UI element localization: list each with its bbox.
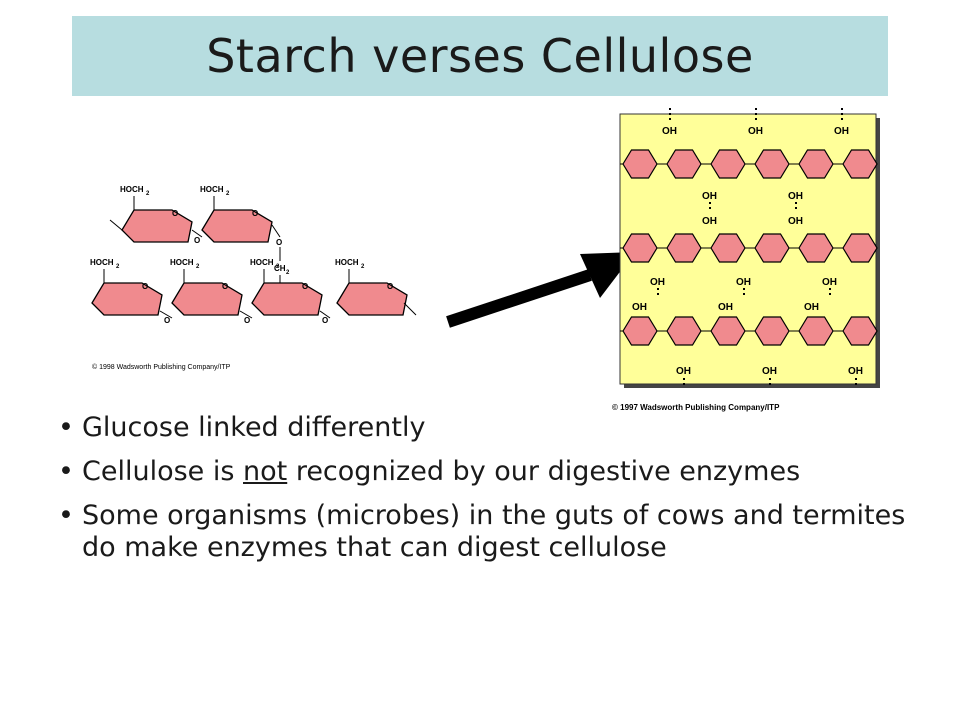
hydroxyl-label: OH xyxy=(788,216,803,227)
glucose-ring xyxy=(754,316,790,346)
hydroxyl-label: OH xyxy=(848,366,863,377)
ch2-label: CH xyxy=(274,264,286,273)
bond-line xyxy=(271,224,281,238)
glucose-ring xyxy=(710,233,746,263)
hydroxyl-label: OH xyxy=(788,191,803,202)
glucose-ring xyxy=(842,233,878,263)
link-oxygen-label: O xyxy=(276,238,282,247)
glucose-ring xyxy=(710,316,746,346)
glucose-ring xyxy=(201,209,273,243)
bond-line xyxy=(403,302,417,316)
glucose-ring xyxy=(710,149,746,179)
subscript-label: 2 xyxy=(226,191,230,197)
bond-line xyxy=(239,310,253,319)
subscript-label: 2 xyxy=(286,270,290,276)
bullet-item: •Some organisms (microbes) in the guts o… xyxy=(58,500,906,563)
subscript-label: 2 xyxy=(276,264,280,270)
ring-oxygen-label: O xyxy=(222,282,228,291)
ring-oxygen-label: O xyxy=(142,282,148,291)
glucose-ring xyxy=(666,149,702,179)
hydroxyl-label: OH xyxy=(650,277,665,288)
hydroxyl-label: OH xyxy=(804,302,819,313)
underlined-word: not xyxy=(243,456,288,487)
glucose-ring xyxy=(798,316,834,346)
hoch2-label: HOCH xyxy=(90,258,114,267)
bullet-item: •Glucose linked differently xyxy=(58,412,426,443)
subscript-label: 2 xyxy=(361,264,365,270)
glucose-ring xyxy=(171,282,243,316)
glucose-ring xyxy=(622,233,658,263)
glucose-ring xyxy=(622,316,658,346)
bullet-item: •Cellulose is not recognized by our dige… xyxy=(58,456,801,487)
hoch2-label: HOCH xyxy=(335,258,359,267)
bond-line xyxy=(319,310,331,319)
hoch2-label: HOCH xyxy=(170,258,194,267)
glucose-ring xyxy=(754,233,790,263)
ring-oxygen-label: O xyxy=(172,209,178,218)
copyright-label: © 1997 Wadsworth Publishing Company/ITP xyxy=(612,403,780,412)
subscript-label: 2 xyxy=(196,264,200,270)
subscript-label: 2 xyxy=(116,264,120,270)
glucose-ring xyxy=(666,233,702,263)
title-banner: Starch verses Cellulose xyxy=(72,16,888,96)
hydroxyl-label: OH xyxy=(676,366,691,377)
hoch2-label: HOCH xyxy=(200,185,224,194)
glucose-ring xyxy=(336,282,408,316)
link-oxygen-label: O xyxy=(194,236,200,245)
cellulose-diagram: OH OH OH OH OH OH OH OH OH OH OH OH OH OH OH OH © 1997 W… xyxy=(612,108,880,412)
slide-title: Starch verses Cellulose xyxy=(206,29,754,83)
hydroxyl-label: OH xyxy=(822,277,837,288)
hydroxyl-label: OH xyxy=(632,302,647,313)
hydroxyl-label: OH xyxy=(748,126,763,137)
ring-oxygen-label: O xyxy=(387,282,393,291)
ring-oxygen-label: O xyxy=(252,209,258,218)
ring-oxygen-label: O xyxy=(302,282,308,291)
copyright-label: © 1998 Wadsworth Publishing Company/ITP xyxy=(92,363,231,371)
glucose-ring xyxy=(121,209,193,243)
glucose-ring xyxy=(91,282,163,316)
link-oxygen-label: O xyxy=(244,316,250,325)
hydroxyl-label: OH xyxy=(834,126,849,137)
glucose-ring xyxy=(754,149,790,179)
glucose-ring xyxy=(798,149,834,179)
hydroxyl-label: OH xyxy=(736,277,751,288)
hydroxyl-label: OH xyxy=(702,191,717,202)
link-oxygen-label: O xyxy=(164,316,170,325)
glucose-ring xyxy=(842,149,878,179)
cellulose-structure-figure: OH OH OH OH OH OH OH OH OH OH OH OH OH OH OH OH © 1997 W… xyxy=(610,106,890,416)
hydroxyl-label: OH xyxy=(662,126,677,137)
bond-line xyxy=(191,229,203,238)
hydroxyl-label: OH xyxy=(762,366,777,377)
glucose-ring xyxy=(666,316,702,346)
arrow-shaft xyxy=(446,269,592,328)
glucose-ring xyxy=(622,149,658,179)
bond-line xyxy=(159,310,173,319)
hydroxyl-label: OH xyxy=(718,302,733,313)
subscript-label: 2 xyxy=(146,191,150,197)
hoch2-label: HOCH xyxy=(120,185,144,194)
hoch2-label: HOCH xyxy=(250,258,274,267)
hydroxyl-label: OH xyxy=(702,216,717,227)
link-oxygen-label: O xyxy=(322,316,328,325)
bullet-list: •Glucose linked differently •Cellulose i… xyxy=(56,412,936,576)
glucose-ring xyxy=(798,233,834,263)
cellulose-panel xyxy=(619,113,877,385)
bond-line xyxy=(109,219,123,231)
glucose-ring xyxy=(251,282,323,316)
glucose-ring xyxy=(842,316,878,346)
